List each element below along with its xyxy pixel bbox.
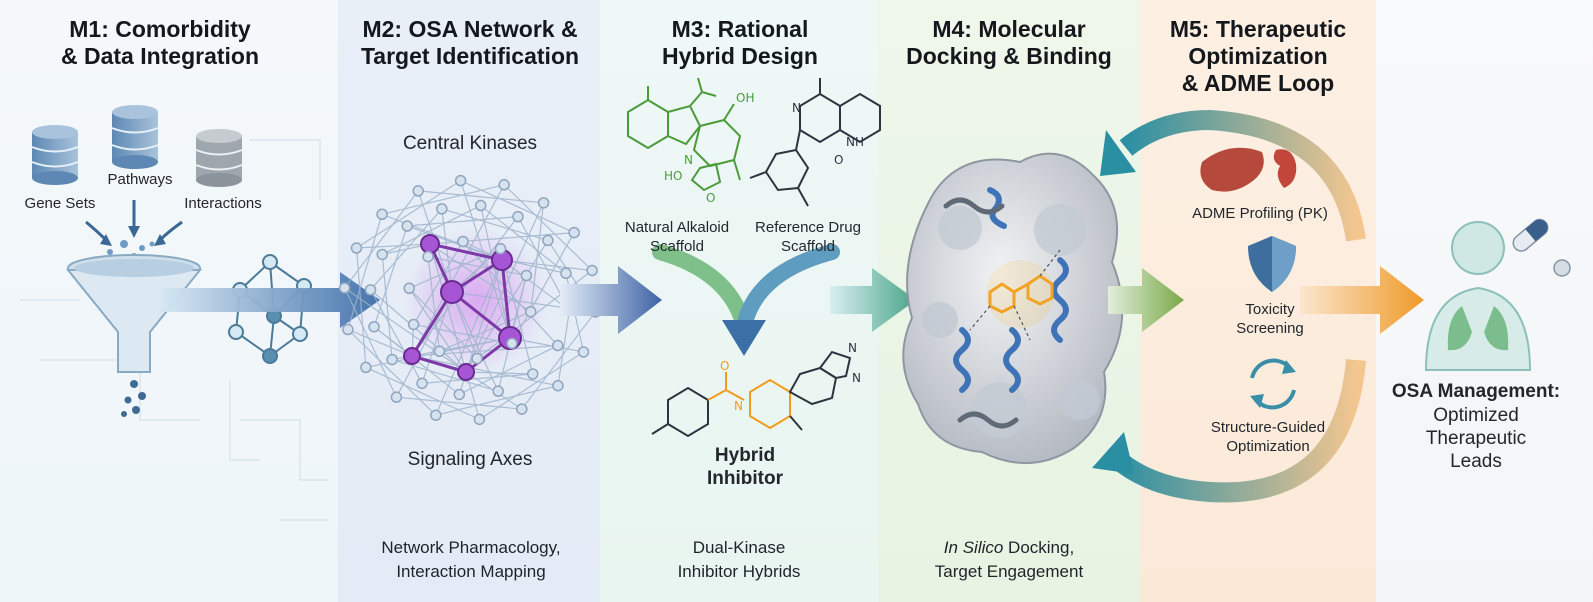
outcome-text: Optimized Therapeutic Leads (1425, 405, 1527, 472)
network-node (474, 199, 487, 212)
network-node (360, 361, 372, 374)
network-node (453, 388, 466, 401)
svg-text:N: N (848, 341, 857, 355)
svg-text:OH: OH (736, 91, 754, 105)
network-node (454, 174, 467, 187)
network-node (473, 413, 486, 426)
network-node (386, 353, 398, 366)
module-2-caption: Network Pharmacology, Interaction Mappin… (381, 538, 561, 581)
network-node (364, 284, 377, 296)
adme-profiling-label: ADME Profiling (PK) (1192, 205, 1328, 222)
network-node (516, 403, 528, 415)
network-node (407, 318, 420, 331)
module-2-title: M2: OSA Network & Target Identification (360, 16, 580, 69)
loop-arrow-bottom (1109, 359, 1366, 503)
pathways-label: Pathways (107, 171, 173, 188)
flow-arrow-2 (560, 266, 662, 334)
svg-text:O: O (706, 191, 715, 205)
flow-arrow-4 (1108, 268, 1184, 332)
network-node (350, 242, 363, 254)
toxicity-screening-label: Toxicity Screening (1236, 301, 1304, 337)
svg-text:N: N (792, 101, 801, 115)
funnel-icon (65, 254, 203, 373)
network-node (390, 391, 403, 403)
network-node (436, 203, 448, 215)
svg-text:HO: HO (664, 169, 682, 183)
signaling-axes-label: Signaling Axes (407, 449, 533, 470)
capsule-icon (1512, 218, 1549, 252)
hybrid-inhibitor-icon (651, 350, 852, 438)
module-5-title: M5: Therapeutic Optimization & ADME Loop (1169, 16, 1347, 96)
human-lungs-icon (1424, 221, 1532, 371)
reference-drug-label: Reference Drug Scaffold (755, 219, 861, 255)
network-node (403, 282, 415, 295)
network-node (586, 264, 598, 277)
svg-text:N: N (852, 371, 861, 385)
outcome-title: OSA Management: (1391, 381, 1561, 402)
network-node (492, 385, 504, 397)
svg-text:O: O (720, 359, 729, 373)
svg-text:O: O (834, 153, 843, 167)
network-node (430, 409, 442, 421)
network-node (471, 352, 483, 365)
in-silico-text: In Silico (943, 538, 1004, 557)
osa-network-icon (338, 174, 602, 426)
gene-sets-label: Gene Sets (24, 195, 96, 212)
module-1-title: M1: Comorbidity & Data Integration (60, 16, 260, 69)
natural-alkaloid-scaffold-icon (627, 77, 742, 192)
reference-drug-scaffold-icon (749, 78, 881, 207)
svg-text:N: N (734, 399, 743, 413)
network-node (368, 320, 380, 333)
network-node (457, 235, 469, 248)
network-node (433, 345, 446, 358)
network-node (525, 305, 537, 318)
network-node (376, 208, 388, 221)
network-node (494, 242, 507, 255)
merge-arrow-icon (652, 244, 840, 356)
network-node (376, 248, 388, 261)
protein-structure-icon (902, 152, 1124, 465)
structure-guided-optimization-label: Structure-Guided Optimization (1210, 419, 1326, 455)
network-node (577, 346, 590, 358)
natural-alkaloid-label: Natural Alkaloid Scaffold (624, 219, 730, 255)
central-kinases-label: Central Kinases (402, 133, 538, 154)
network-node (520, 269, 533, 282)
module-4-title: M4: Molecular Docking & Binding (906, 16, 1112, 69)
loop-arrow-top (1119, 109, 1366, 242)
network-node (498, 179, 510, 191)
network-node (542, 234, 554, 247)
network-node (552, 379, 564, 392)
svg-text:N: N (684, 153, 693, 167)
network-node (526, 368, 539, 380)
network-node (512, 210, 524, 223)
network-node (506, 337, 518, 350)
network-node (568, 226, 580, 239)
network-node (560, 267, 572, 280)
network-node (401, 220, 414, 232)
hybrid-inhibitor-label: Hybrid Inhibitor (707, 445, 783, 489)
svg-text:NH: NH (846, 135, 864, 149)
network-node (537, 197, 550, 209)
network-node (416, 377, 428, 390)
network-node (412, 185, 424, 197)
network-node (422, 250, 434, 263)
network-node (338, 282, 351, 294)
liver-kidney-icon (1200, 147, 1297, 192)
network-node (552, 339, 564, 352)
module-4-caption: In Silico Docking, Target Engagement (878, 536, 1140, 584)
module-4-caption-rest: Docking, Target Engagement (934, 538, 1084, 581)
flow-arrow-3 (830, 268, 916, 332)
module-3-caption: Dual-Kinase Inhibitor Hybrids (677, 538, 801, 581)
network-node (342, 323, 354, 336)
module-3-title: M3: Rational Hybrid Design (662, 16, 818, 69)
interactions-label: Interactions (184, 195, 262, 212)
database-icon (31, 105, 243, 187)
flow-arrow-5 (1300, 266, 1424, 334)
flow-arrow-1 (160, 272, 380, 328)
shield-icon (1248, 236, 1296, 292)
